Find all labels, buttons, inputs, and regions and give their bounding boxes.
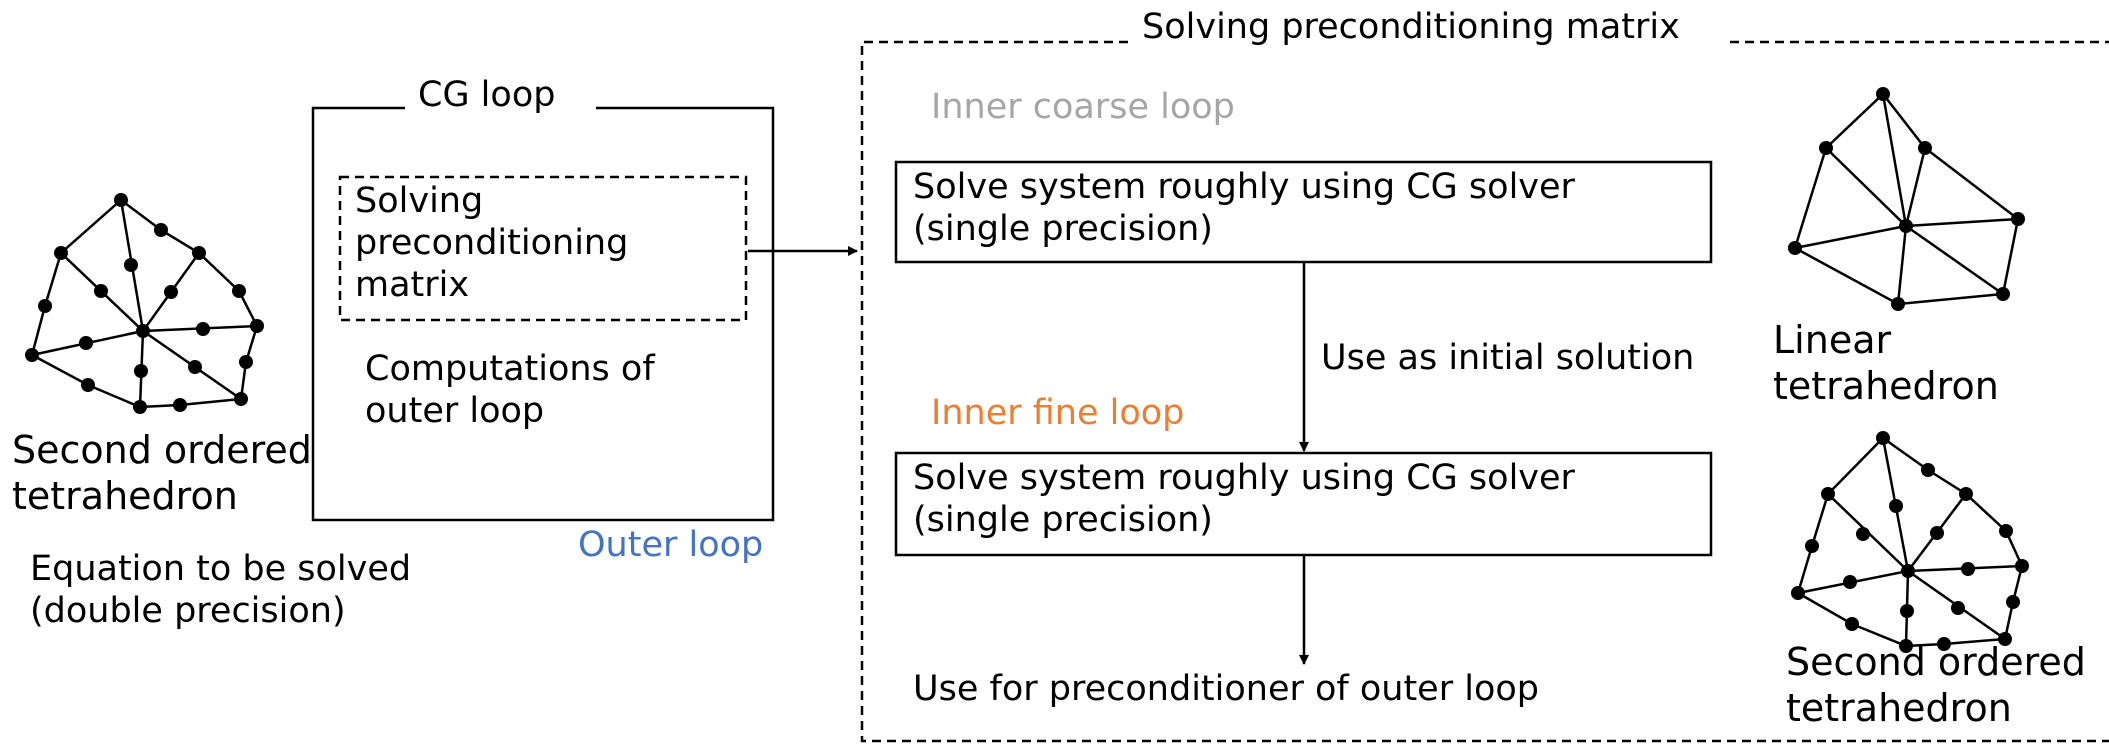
result-label: Use for preconditioner of outer loop bbox=[913, 669, 1540, 709]
inner-fine-label: Inner fine loop bbox=[931, 393, 1185, 433]
coarse-box-text: Solve system roughly using CG solver (si… bbox=[913, 167, 1575, 249]
second-order-tetrahedron-right-nodes bbox=[1791, 431, 2029, 653]
linear-tetrahedron bbox=[1793, 93, 2020, 306]
cg-inner-dashed-box bbox=[338, 175, 748, 322]
arrow-label: Use as initial solution bbox=[1321, 338, 1695, 378]
linear-tetrahedron-nodes bbox=[1788, 87, 2025, 311]
cg-inner-label: Solving preconditioning matrix bbox=[355, 181, 629, 305]
linear-tetrahedron-label: Linear tetrahedron bbox=[1773, 318, 1999, 408]
fine-solve-box bbox=[894, 451, 1713, 557]
computations-label: Computations of outer loop bbox=[365, 349, 655, 431]
second-tetrahedron-label: Second ordered tetrahedron bbox=[1786, 640, 2086, 730]
cg-loop-box bbox=[311, 106, 775, 522]
outer-loop-label: Outer loop bbox=[578, 525, 764, 565]
inner-coarse-label: Inner coarse loop bbox=[931, 87, 1235, 127]
cg-loop-title: CG loop bbox=[418, 75, 556, 115]
precond-title: Solving preconditioning matrix bbox=[1142, 7, 1680, 47]
left-element-label: Second ordered tetrahedron bbox=[12, 428, 312, 518]
coarse-solve-box bbox=[894, 160, 1713, 264]
equation-label: Equation to be solved (double precision) bbox=[30, 549, 412, 631]
second-order-tetrahedron-left-nodes bbox=[25, 193, 264, 414]
fine-box-text: Solve system roughly using CG solver (si… bbox=[913, 458, 1575, 540]
precond-dashed-box bbox=[860, 40, 2109, 743]
